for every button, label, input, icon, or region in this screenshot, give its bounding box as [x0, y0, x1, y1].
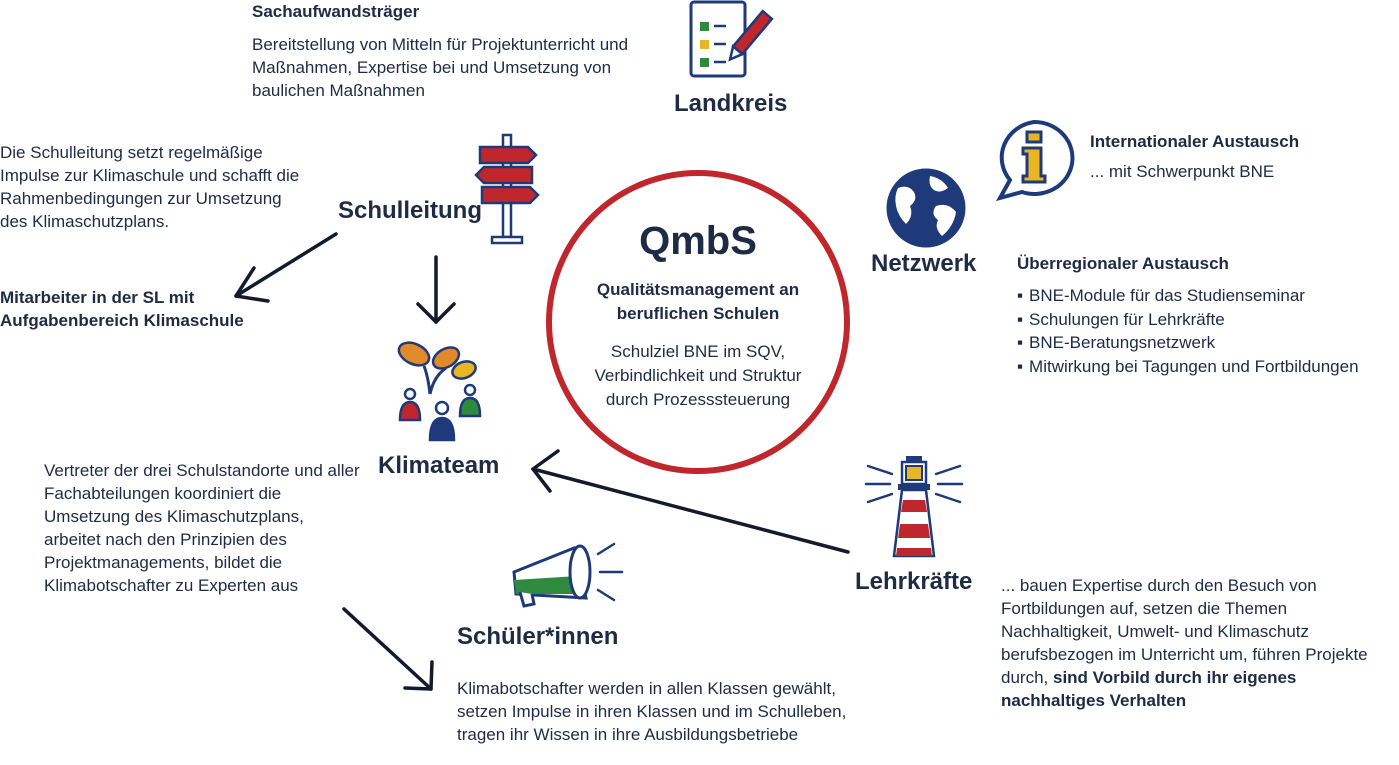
international-heading: Internationaler Austausch	[1090, 132, 1300, 151]
klimateam-text: Vertreter der drei Schulstandorte und al…	[44, 461, 360, 595]
netzwerk-label: Netzwerk	[871, 250, 977, 277]
globe-icon	[886, 168, 966, 248]
schueler-label: Schüler*innen	[457, 623, 619, 650]
list-item: Mitwirkung bei Tagungen und Fortbildunge…	[1017, 355, 1359, 379]
signpost-icon	[474, 133, 540, 245]
schueler-text: Klimabotschafter werden in allen Klassen…	[457, 679, 847, 744]
schulleitung-label: Schulleitung	[338, 197, 482, 224]
qmbs-circle: QmbS Qualitätsmanagement an beruflichen …	[546, 170, 850, 474]
qmbs-goal-text: Schulziel BNE im SQV, Verbindlichkeit un…	[594, 342, 802, 409]
qmbs-title: QmbS	[639, 219, 757, 263]
lighthouse-icon	[864, 456, 964, 558]
list-item: Schulungen für Lehrkräfte	[1017, 308, 1359, 332]
list-item: BNE-Beratungsnetzwerk	[1017, 331, 1359, 355]
sachaufwand-heading: Sachaufwandsträger	[252, 2, 420, 21]
list-item: BNE-Module für das Studienseminar	[1017, 284, 1359, 308]
info-bubble-icon	[995, 119, 1075, 202]
arrow-schulleitung-to-klimateam	[416, 255, 456, 324]
megaphone-icon	[512, 542, 624, 608]
sachaufwand-text: Bereitstellung von Mitteln für Projektun…	[252, 35, 629, 100]
qmbs-subtitle: Qualitätsmanagement an beruflichen Schul…	[596, 280, 800, 323]
klimateam-label: Klimateam	[378, 452, 500, 479]
regional-list: BNE-Module für das Studienseminar Schulu…	[1017, 284, 1359, 378]
schulleitung-text: Die Schulleitung setzt regelmäßige Impul…	[0, 143, 300, 231]
checklist-pen-icon	[689, 0, 774, 78]
regional-heading: Überregionaler Austausch	[1017, 254, 1229, 273]
landkreis-label: Landkreis	[674, 90, 788, 117]
lehrkraefte-text-bold: sind Vorbild durch ihr eigenes nachhalti…	[1001, 668, 1297, 710]
schulleitung-staff: Mitarbeiter in der SL mit Aufgabenbereic…	[0, 288, 244, 330]
plants-people-icon	[397, 341, 482, 442]
lehrkraefte-text-regular: ... bauen Expertise durch den Besuch von…	[1001, 576, 1368, 687]
lehrkraefte-label: Lehrkräfte	[855, 568, 973, 595]
arrow-klimateam-to-schueler	[342, 607, 434, 691]
lehrkraefte-text: ... bauen Expertise durch den Besuch von…	[1001, 574, 1386, 712]
international-text: ... mit Schwerpunkt BNE	[1090, 162, 1275, 181]
